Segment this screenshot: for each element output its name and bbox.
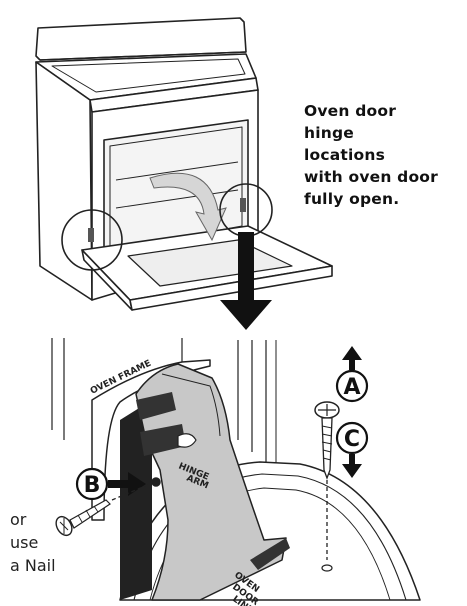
callout-b: B <box>77 469 107 499</box>
nail-note-line-1: or <box>10 508 56 531</box>
liner-hole <box>322 565 332 571</box>
svg-text:B: B <box>84 473 101 498</box>
callout-c: C <box>337 423 367 453</box>
caption-line-2: hinge <box>304 122 464 144</box>
svg-text:A: A <box>343 375 360 400</box>
up-down-arrow-icon <box>342 346 362 478</box>
hinge-location-caption: Oven door hinge locations with oven door… <box>304 100 464 210</box>
range-illustration <box>36 18 332 310</box>
caption-line-3: locations <box>304 144 464 166</box>
nail-note-line-2: use <box>10 531 56 554</box>
hinge-lock-hole <box>152 478 160 486</box>
caption-line-5: fully open. <box>304 188 464 210</box>
caption-line-4: with oven door <box>304 166 464 188</box>
screw-icon <box>315 402 339 478</box>
nail-note-line-3: a Nail <box>10 554 56 577</box>
callout-a: A <box>337 371 367 401</box>
svg-text:C: C <box>344 427 360 452</box>
caption-line-1: Oven door <box>304 100 464 122</box>
nail-note: or use a Nail <box>10 508 56 577</box>
range-side-panel <box>36 62 92 300</box>
